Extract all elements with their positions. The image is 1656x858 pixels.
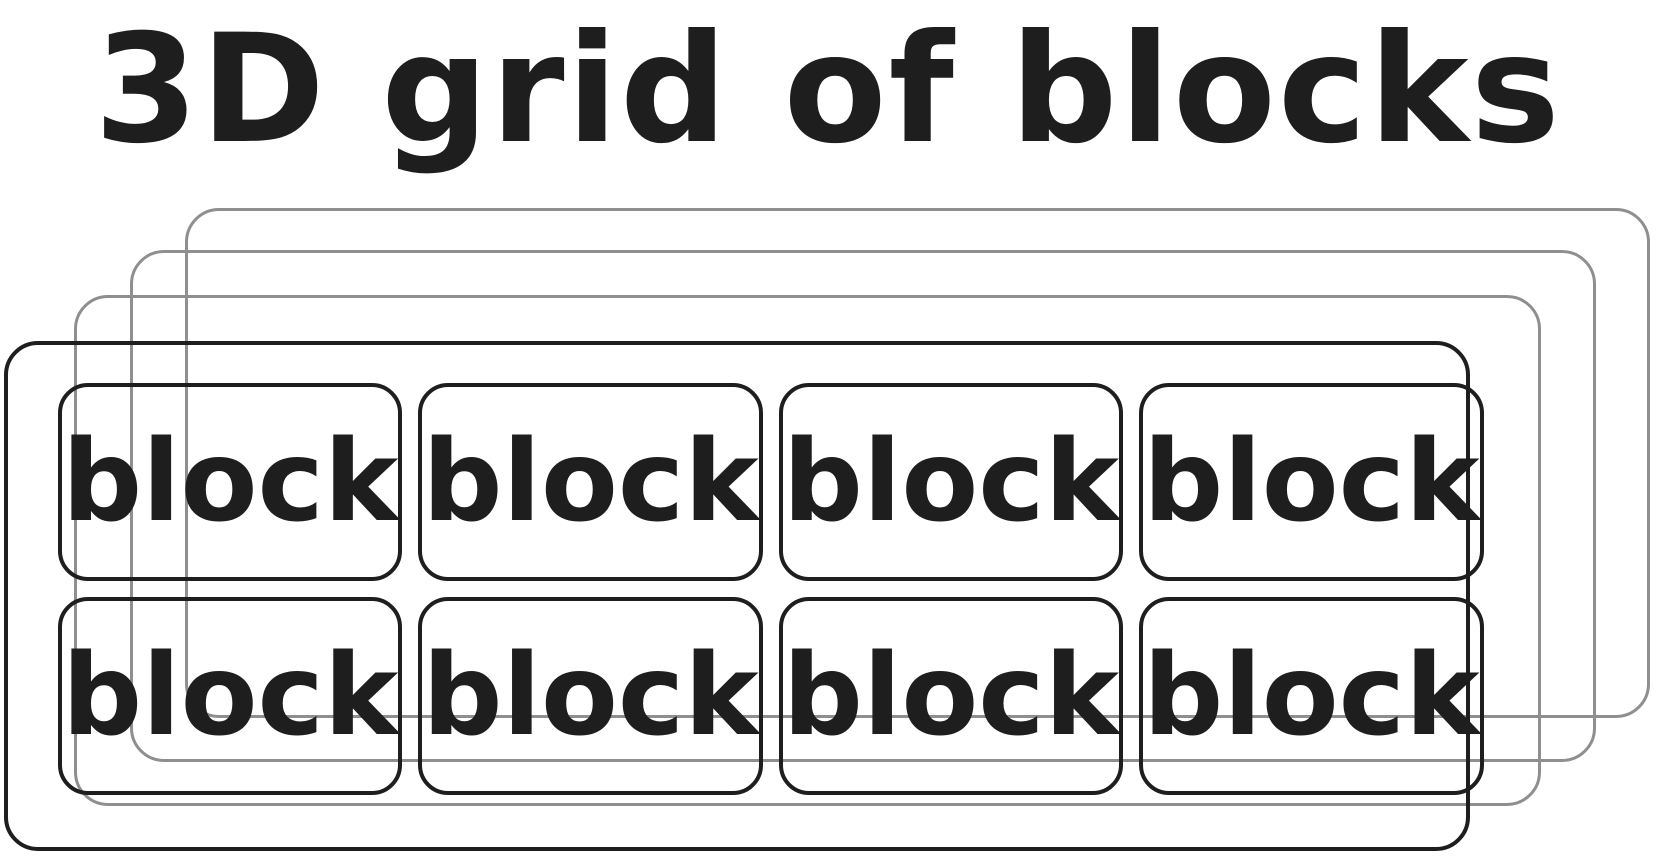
diagram-title: 3D grid of blocks xyxy=(94,3,1562,177)
block-label: block xyxy=(1143,417,1480,547)
block-cell: block xyxy=(58,383,403,581)
block-grid: block block block block block block bloc… xyxy=(58,383,1484,795)
back-layer-1 xyxy=(74,295,1541,806)
block-label: block xyxy=(782,631,1120,761)
block-cell: block xyxy=(1139,597,1484,795)
back-layer-2 xyxy=(130,250,1596,762)
block-label: block xyxy=(782,417,1120,547)
block-label: block xyxy=(62,631,399,761)
back-layer-3 xyxy=(185,208,1650,718)
block-cell: block xyxy=(778,597,1124,795)
front-layer xyxy=(4,341,1470,851)
block-label: block xyxy=(422,417,759,547)
block-cell: block xyxy=(1139,383,1484,581)
block-label: block xyxy=(1143,631,1480,761)
block-cell: block xyxy=(418,597,763,795)
block-cell: block xyxy=(778,383,1124,581)
block-label: block xyxy=(422,631,759,761)
block-label: block xyxy=(62,417,399,547)
block-cell: block xyxy=(58,597,403,795)
block-cell: block xyxy=(418,383,763,581)
